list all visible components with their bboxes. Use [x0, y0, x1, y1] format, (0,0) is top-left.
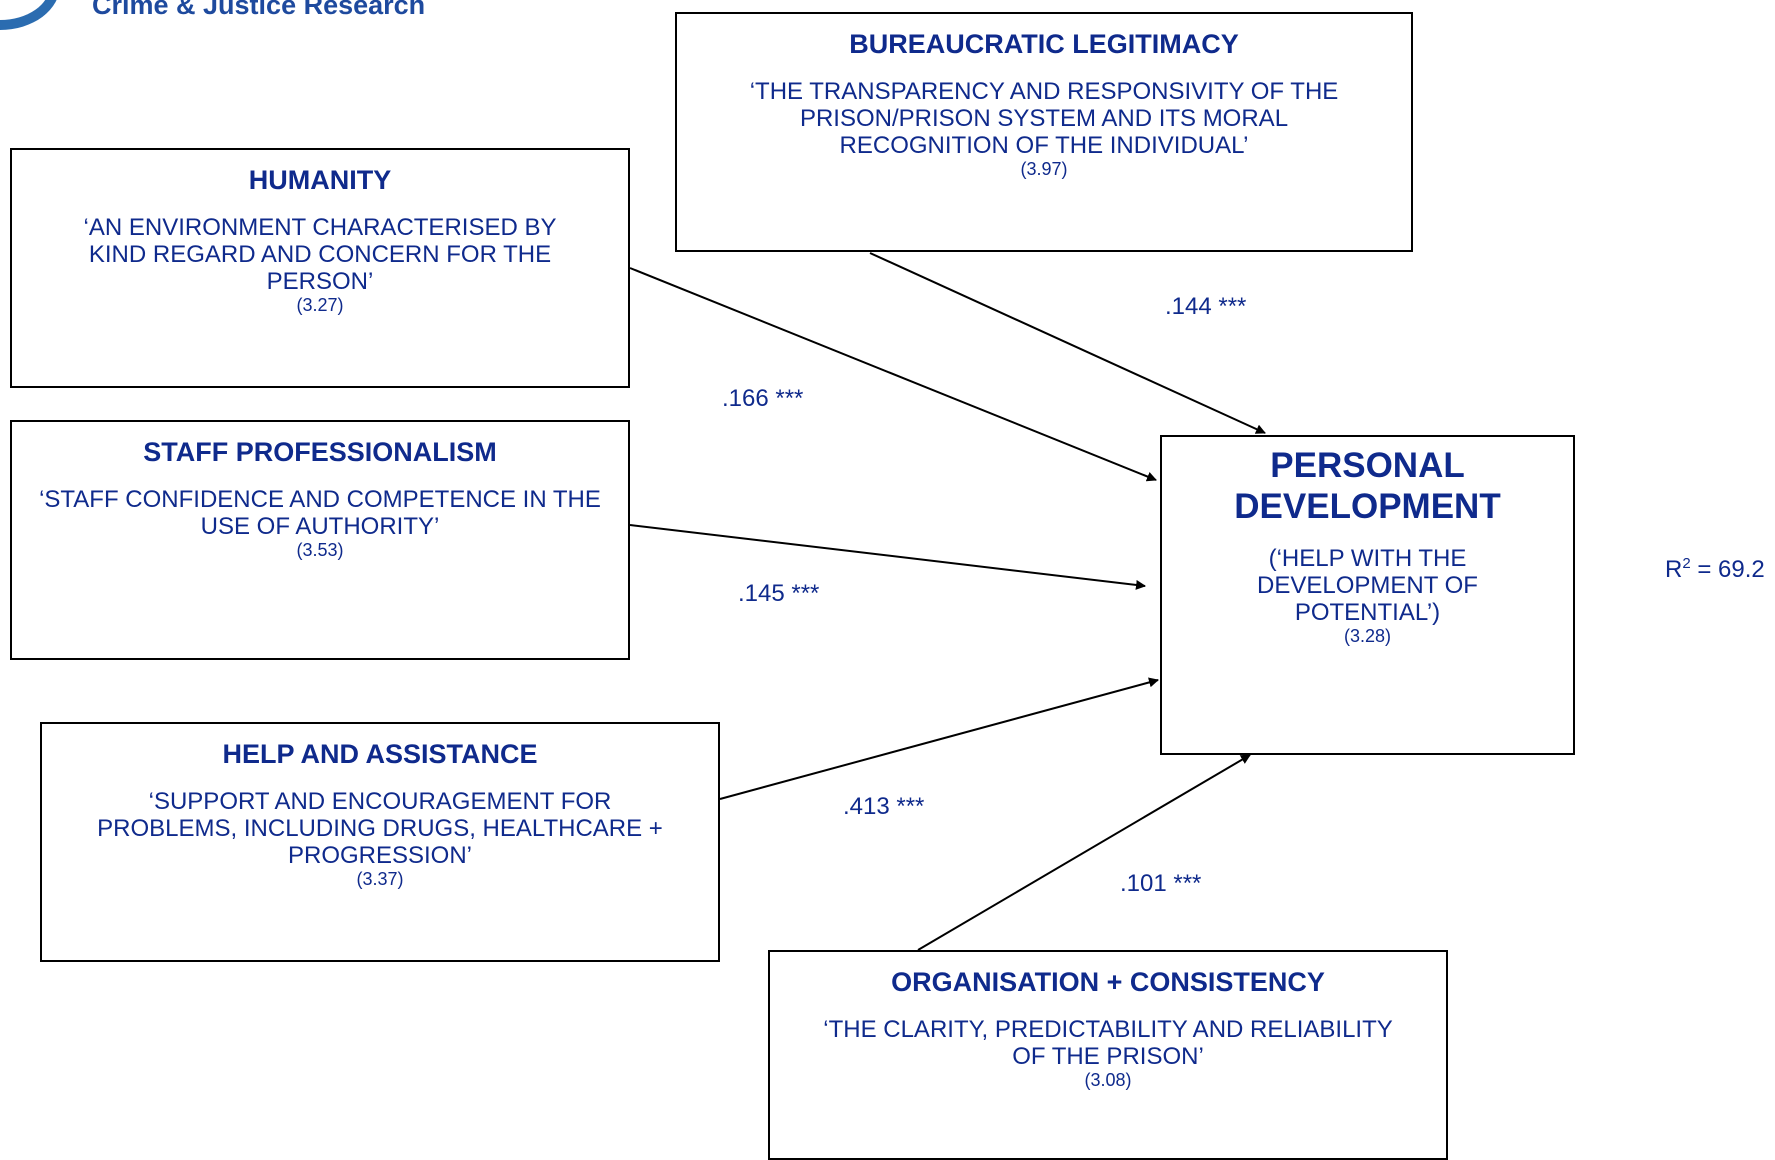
box-title: BUREAUCRATIC LEGITIMACY: [849, 29, 1239, 59]
box-description: ‘SUPPORT AND ENCOURAGEMENT FOR PROBLEMS,…: [97, 788, 663, 869]
r-squared-label: R2 = 69.2: [1665, 555, 1765, 584]
box-score: (3.37): [356, 869, 404, 889]
box-score: (3.28): [1343, 626, 1392, 646]
arrow-help: [719, 677, 1159, 800]
arrow-staff: [629, 524, 1146, 590]
box-score: (3.53): [296, 540, 344, 560]
box-title: PERSONAL DEVELOPMENT: [1234, 446, 1501, 526]
box-description: ‘AN ENVIRONMENT CHARACTERISED BY KIND RE…: [83, 214, 557, 295]
box-description: ‘THE TRANSPARENCY AND RESPONSIVITY OF TH…: [749, 78, 1339, 159]
coefficient-staff: .145 ***: [738, 580, 820, 607]
box-description: ‘THE CLARITY, PREDICTABILITY AND RELIABI…: [823, 1016, 1393, 1070]
box-score: (3.27): [296, 295, 344, 315]
coefficient-organisation: .101 ***: [1120, 870, 1202, 897]
arrow-humanity: [629, 267, 1157, 482]
box-description: (‘HELP WITH THE DEVELOPMENT OF POTENTIAL…: [1257, 545, 1478, 626]
arrow-bureaucratic: [869, 252, 1266, 434]
box-title: ORGANISATION + CONSISTENCY: [891, 967, 1325, 997]
bureaucratic-legitimacy-box: BUREAUCRATIC LEGITIMACY ‘THE TRANSPARENC…: [675, 12, 1413, 252]
box-title: STAFF PROFESSIONALISM: [143, 437, 497, 467]
box-title: HUMANITY: [248, 165, 392, 195]
coefficient-humanity: .166 ***: [722, 385, 804, 412]
help-and-assistance-box: HELP AND ASSISTANCE ‘SUPPORT AND ENCOURA…: [40, 722, 720, 962]
r-squared-value: = 69.2: [1690, 556, 1765, 583]
organisation-consistency-box: ORGANISATION + CONSISTENCY ‘THE CLARITY,…: [768, 950, 1448, 1160]
box-title: HELP AND ASSISTANCE: [222, 739, 538, 769]
box-score: (3.08): [1084, 1070, 1132, 1090]
header-title: Crime & Justice Research: [92, 0, 426, 20]
coefficient-bureaucratic: .144 ***: [1165, 293, 1247, 320]
coefficient-help: .413 ***: [843, 793, 925, 820]
r-squared-prefix: R: [1665, 556, 1683, 583]
box-description: ‘STAFF CONFIDENCE AND COMPETENCE IN THE …: [39, 486, 601, 540]
box-score: (3.97): [1020, 159, 1068, 179]
staff-professionalism-box: STAFF PROFESSIONALISM ‘STAFF CONFIDENCE …: [10, 420, 630, 660]
personal-development-box: PERSONAL DEVELOPMENT (‘HELP WITH THE DEV…: [1160, 435, 1575, 755]
r-squared-sup: 2: [1682, 555, 1691, 572]
arrow-organisation: [917, 754, 1251, 951]
humanity-box: HUMANITY ‘AN ENVIRONMENT CHARACTERISED B…: [10, 148, 630, 388]
